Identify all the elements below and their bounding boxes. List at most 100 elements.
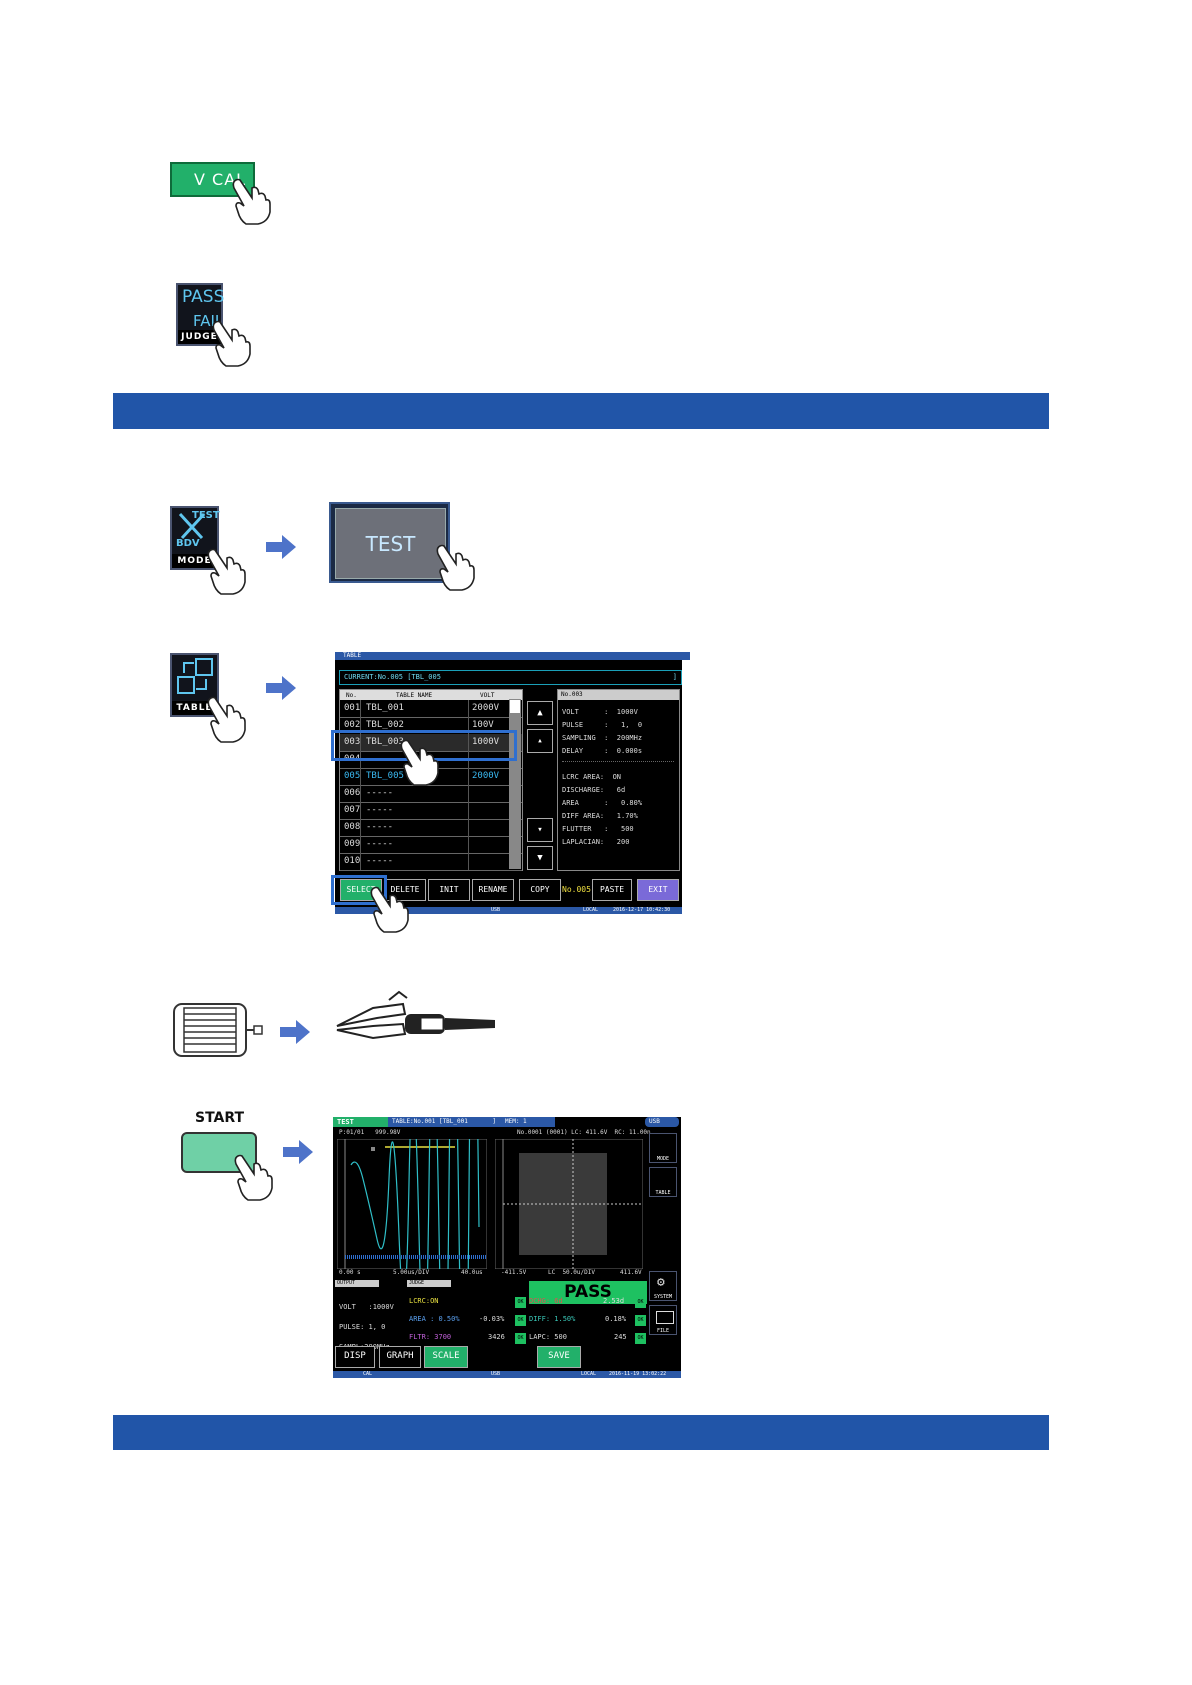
row-divider: [468, 768, 469, 785]
table-row[interactable]: 010 -----: [340, 853, 522, 871]
col-volt: VOLT: [480, 692, 495, 699]
side-mode-button[interactable]: MODE: [649, 1133, 677, 1163]
arrow-right-icon: [266, 535, 296, 559]
table-scrollbar[interactable]: [509, 699, 521, 869]
row-name: TBL_003: [366, 737, 404, 747]
row-divider: [360, 836, 361, 853]
row-number: 010: [344, 856, 361, 866]
table-row[interactable]: 009-----: [340, 836, 522, 854]
table-detail-panel: No.003 VOLT : 1000V PULSE : 1, 0 SAMPLIN…: [557, 689, 680, 871]
mode-icon-button[interactable]: TEST BDV MODE: [170, 506, 220, 570]
row-name: TBL_001: [366, 703, 404, 713]
current-table-end: ]: [672, 673, 677, 681]
table-list-header: No. TABLE NAME VOLT: [340, 690, 522, 700]
copy-button[interactable]: COPY: [519, 879, 561, 901]
init-button[interactable]: INIT: [428, 879, 470, 901]
scale-button[interactable]: SCALE: [424, 1346, 468, 1368]
mode-bdv-text: BDV: [176, 538, 200, 549]
detail-line: PULSE : 1, 0: [562, 721, 643, 729]
waveform-plot: [337, 1139, 487, 1269]
row-divider: [360, 785, 361, 802]
detail-line: SAMPLING : 200MHz: [562, 734, 643, 742]
copy-source-number: No.005: [562, 885, 591, 894]
pointing-hand-icon: [234, 1154, 273, 1201]
rename-button[interactable]: RENAME: [472, 879, 514, 901]
fltr-ok: OK: [515, 1333, 526, 1344]
row-divider: [468, 785, 469, 802]
judge-header: JUDGE: [407, 1280, 451, 1287]
lapc-value: 245: [614, 1333, 627, 1341]
lc-bottom-right: 411.6V: [620, 1269, 642, 1276]
wave-bottom-left: 0.00 s: [339, 1269, 361, 1276]
row-volt: 1000V: [472, 737, 500, 747]
pass-indicator: PASS: [529, 1281, 647, 1304]
status-time: 2016-12-17 10:42:30: [613, 907, 671, 913]
wave-bottom-mid: 5.00us/DIV: [393, 1269, 430, 1276]
side-table-button[interactable]: TABLE: [649, 1167, 677, 1197]
row-divider: [360, 717, 361, 734]
diff-label: DIFF: 1.50%: [529, 1315, 576, 1323]
status-local: LOCAL: [581, 1371, 597, 1377]
pointing-hand-icon: [436, 544, 475, 591]
row-number: 009: [344, 839, 361, 849]
side-mode-label: MODE: [656, 1156, 670, 1162]
tab-mem: MEM: 1: [501, 1117, 555, 1127]
detail-line: LCRC AREA: ON: [562, 773, 622, 781]
row-name: -----: [366, 822, 394, 832]
save-button[interactable]: SAVE: [537, 1346, 581, 1368]
start-caption: START: [195, 1110, 245, 1126]
tab-table-end: ]: [492, 1118, 496, 1125]
judge-label: JUDGE: [178, 330, 221, 344]
wave-bottom-right: 40.0us: [461, 1269, 483, 1276]
pointing-hand-icon: [207, 696, 246, 743]
row-divider: [468, 734, 469, 751]
page-up-button[interactable]: ▲: [527, 701, 553, 725]
table-status-bar: USB LOCAL 2016-12-17 10:42:30: [335, 907, 682, 914]
row-number: 007: [344, 805, 361, 815]
alligator-clip-icon: [336, 990, 495, 1040]
current-table-text: CURRENT:No.005 [TBL_005: [344, 673, 441, 681]
row-name: -----: [366, 856, 394, 866]
tab-table-text: TABLE:No.001 [TBL_001: [392, 1118, 468, 1125]
detail-line: DIFF AREA: 1.70%: [562, 812, 638, 820]
row-volt: 100V: [472, 720, 494, 730]
row-name: TBL_005: [366, 771, 404, 781]
disp-button[interactable]: DISP: [335, 1346, 375, 1368]
table-row[interactable]: 007-----: [340, 802, 522, 820]
row-divider: [468, 717, 469, 734]
row-divider: [360, 819, 361, 836]
table-row[interactable]: 006-----: [340, 785, 522, 803]
row-up-button[interactable]: ▴: [527, 729, 553, 753]
table-scroll-thumb[interactable]: [510, 700, 520, 713]
lapc-ok: OK: [635, 1333, 646, 1344]
dchg-label: DCHG: 6d: [529, 1297, 563, 1305]
graph-button[interactable]: GRAPH: [379, 1346, 421, 1368]
lc-bottom-left: -411.5V: [501, 1269, 527, 1276]
row-down-button[interactable]: ▾: [527, 818, 553, 842]
paste-button[interactable]: PASTE: [592, 879, 632, 901]
exit-button[interactable]: EXIT: [637, 879, 679, 901]
arrow-right-icon: [283, 1140, 313, 1164]
row-number: 008: [344, 822, 361, 832]
tab-usb: USB: [645, 1117, 679, 1127]
detail-line: DELAY : 0.000s: [562, 747, 643, 755]
dchg-ok: OK: [635, 1297, 646, 1308]
table-screen: TABLE CURRENT:No.005 [TBL_005] No. TABLE…: [335, 652, 690, 914]
tab-test[interactable]: TEST: [333, 1117, 389, 1127]
test-mode-button[interactable]: TEST: [329, 502, 450, 583]
table-swap-icon: [177, 658, 213, 694]
side-system-button[interactable]: ⚙ SYSTEM: [649, 1271, 677, 1301]
fltr-value: 3426: [488, 1333, 505, 1341]
vcal-button[interactable]: V CAL: [170, 162, 255, 197]
table-label: TABLE: [172, 701, 217, 715]
page-down-button[interactable]: ▼: [527, 846, 553, 870]
col-no: No.: [346, 692, 357, 699]
table-row[interactable]: 008 -----: [340, 819, 522, 837]
row-divider: [360, 853, 361, 870]
section-band: [113, 1415, 1049, 1450]
row-name: TBL_002: [366, 720, 404, 730]
side-file-button[interactable]: FILE: [649, 1305, 677, 1335]
